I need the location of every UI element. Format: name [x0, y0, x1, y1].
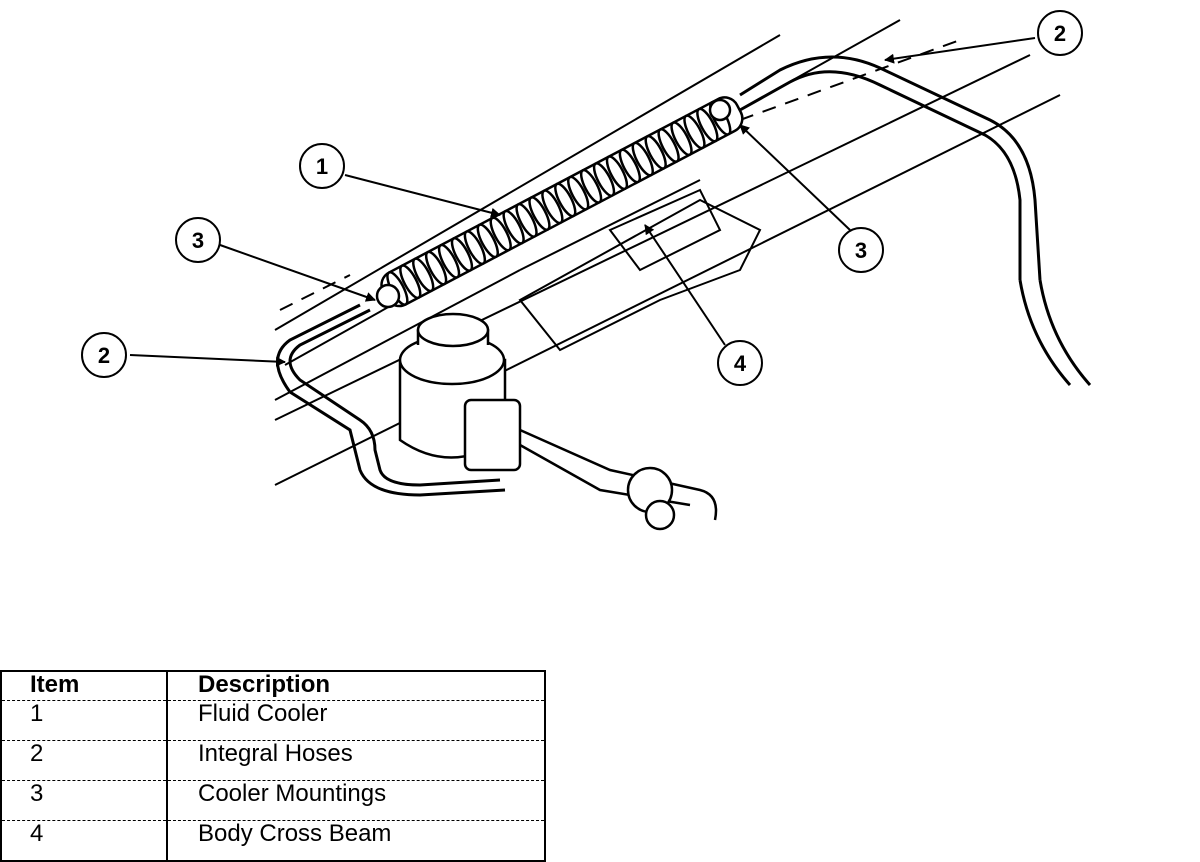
pump-reservoir	[398, 312, 718, 531]
svg-text:4: 4	[734, 351, 747, 376]
coil-fin	[463, 230, 487, 266]
legend-row: 2 Integral Hoses	[1, 740, 545, 781]
svg-text:3: 3	[855, 238, 867, 263]
callout-2-right: 2	[1037, 10, 1083, 56]
coil-fin	[515, 202, 538, 238]
callout-3-right: 3	[838, 227, 884, 273]
legend-description: Integral Hoses	[167, 740, 545, 781]
legend-item: 1	[1, 700, 168, 741]
callout-3-left: 3	[175, 217, 221, 263]
coil-fin	[567, 175, 590, 211]
coil-fin	[437, 243, 461, 279]
callout-2-left: 2	[81, 332, 127, 378]
coil-fin	[450, 237, 474, 272]
coil-fin	[476, 223, 499, 259]
coil-fin	[631, 141, 654, 177]
legend-header-description: Description	[167, 671, 545, 701]
svg-text:1: 1	[316, 154, 328, 179]
legend-row: 1 Fluid Cooler	[1, 700, 545, 741]
coil-fin	[528, 196, 551, 231]
coil-fin	[657, 128, 680, 163]
svg-text:2: 2	[98, 343, 110, 368]
legend-item: 3	[1, 780, 168, 821]
coil-fin	[605, 155, 629, 191]
legend-row: 4 Body Cross Beam	[1, 820, 545, 861]
svg-text:2: 2	[1054, 21, 1066, 46]
legend-table: Item Description 1 Fluid Cooler 2 Integr…	[0, 670, 546, 862]
legend-header-item: Item	[1, 671, 168, 701]
legend-description: Body Cross Beam	[198, 820, 392, 847]
coil-fin	[579, 168, 603, 204]
svg-text:3: 3	[192, 228, 204, 253]
legend-row: 3 Cooler Mountings	[1, 780, 545, 821]
coil-fin	[696, 107, 719, 143]
legend-item: 4	[1, 820, 168, 861]
coil-fin	[502, 209, 525, 245]
callout-1: 1	[299, 143, 345, 189]
coil-fin	[592, 162, 616, 197]
coil-fin	[683, 114, 706, 150]
coil-fin	[644, 134, 667, 170]
integral-hoses	[276, 55, 1092, 497]
body-cross-beam-drawing	[274, 19, 1061, 486]
legend-item: 2	[1, 740, 168, 781]
coil-fin	[412, 257, 435, 293]
coil-fin	[618, 148, 642, 184]
coil-fin	[554, 182, 577, 218]
coil-fin	[489, 216, 512, 252]
legend-header-row: Item Description	[1, 671, 545, 701]
coil-fin	[424, 250, 448, 286]
legend-description: Cooler Mountings	[167, 780, 545, 821]
coil-fin	[399, 264, 422, 300]
fluid-cooler-coil	[375, 96, 744, 309]
callout-4: 4	[717, 340, 763, 386]
coil-fin	[541, 189, 564, 225]
legend-description: Fluid Cooler	[167, 700, 545, 741]
leader-arrows	[129, 37, 1036, 367]
fluid-cooler-diagram: 1 3 2 2 3 4	[81, 10, 1092, 531]
coil-fin	[670, 121, 693, 157]
